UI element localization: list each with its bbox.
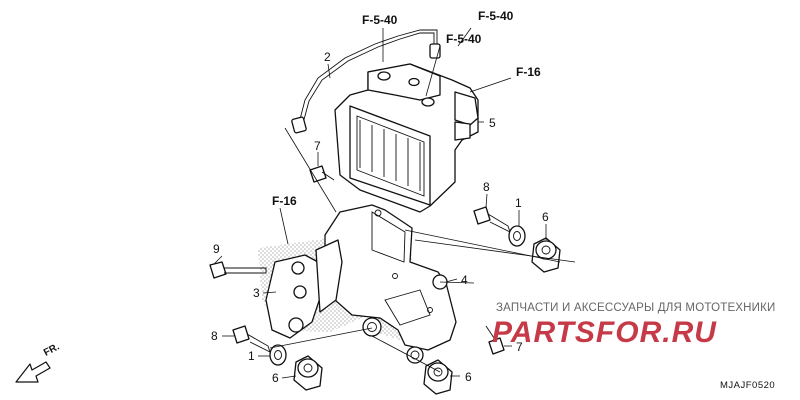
flange-bolt-7-top bbox=[309, 165, 335, 183]
ref-f-5-40-a: F-5-40 bbox=[362, 13, 398, 27]
collar-1-bottom bbox=[269, 344, 287, 366]
flange-bolt-9 bbox=[209, 261, 267, 279]
front-arrow-icon bbox=[15, 361, 51, 383]
callout-8-bottom: 8 bbox=[211, 329, 218, 343]
watermark-logo: PARTSFOR.RU bbox=[492, 316, 717, 349]
leader-lines bbox=[213, 27, 547, 379]
callout-3: 3 bbox=[253, 286, 260, 300]
callout-6-bottom-right: 6 bbox=[465, 370, 472, 384]
ref-f-5-40-b: F-5-40 bbox=[478, 9, 514, 23]
flange-bolt-8-bottom bbox=[232, 325, 271, 353]
callout-2: 2 bbox=[324, 50, 331, 64]
callout-9: 9 bbox=[213, 242, 220, 256]
collar-1-top bbox=[508, 225, 526, 247]
rubber-mount-6-bottom-right bbox=[423, 359, 453, 395]
watermark-tagline: ЗАПЧАСТИ И АКСЕССУАРЫ ДЛЯ МОТОТЕХНИКИ bbox=[496, 302, 776, 314]
callout-8-top: 8 bbox=[483, 180, 490, 194]
diagram-code: MJAJF0520 bbox=[720, 380, 776, 391]
callout-1-bottom: 1 bbox=[248, 349, 255, 363]
callout-7-bottom: 7 bbox=[516, 340, 523, 354]
ref-f-16-a: F-16 bbox=[516, 65, 541, 79]
callout-1-top: 1 bbox=[515, 196, 522, 210]
sub-bracket bbox=[265, 239, 343, 339]
callout-6-top: 6 bbox=[542, 210, 549, 224]
abs-modulator bbox=[334, 63, 479, 213]
callout-4: 4 bbox=[461, 273, 468, 287]
ref-f-16-b: F-16 bbox=[272, 194, 297, 208]
rubber-mount-6-top bbox=[531, 237, 561, 273]
rubber-mount-6-bottom-left bbox=[293, 355, 323, 391]
flange-bolt-8-top bbox=[473, 206, 511, 233]
flange-bolt-7-bottom bbox=[485, 325, 505, 355]
callout-5: 5 bbox=[489, 116, 496, 130]
assembly-lines bbox=[269, 127, 576, 373]
ref-f-5-40-c: F-5-40 bbox=[446, 32, 482, 46]
callout-7-top: 7 bbox=[314, 139, 321, 153]
callout-6-bottom-left: 6 bbox=[272, 371, 279, 385]
modulator-bracket bbox=[324, 204, 457, 364]
